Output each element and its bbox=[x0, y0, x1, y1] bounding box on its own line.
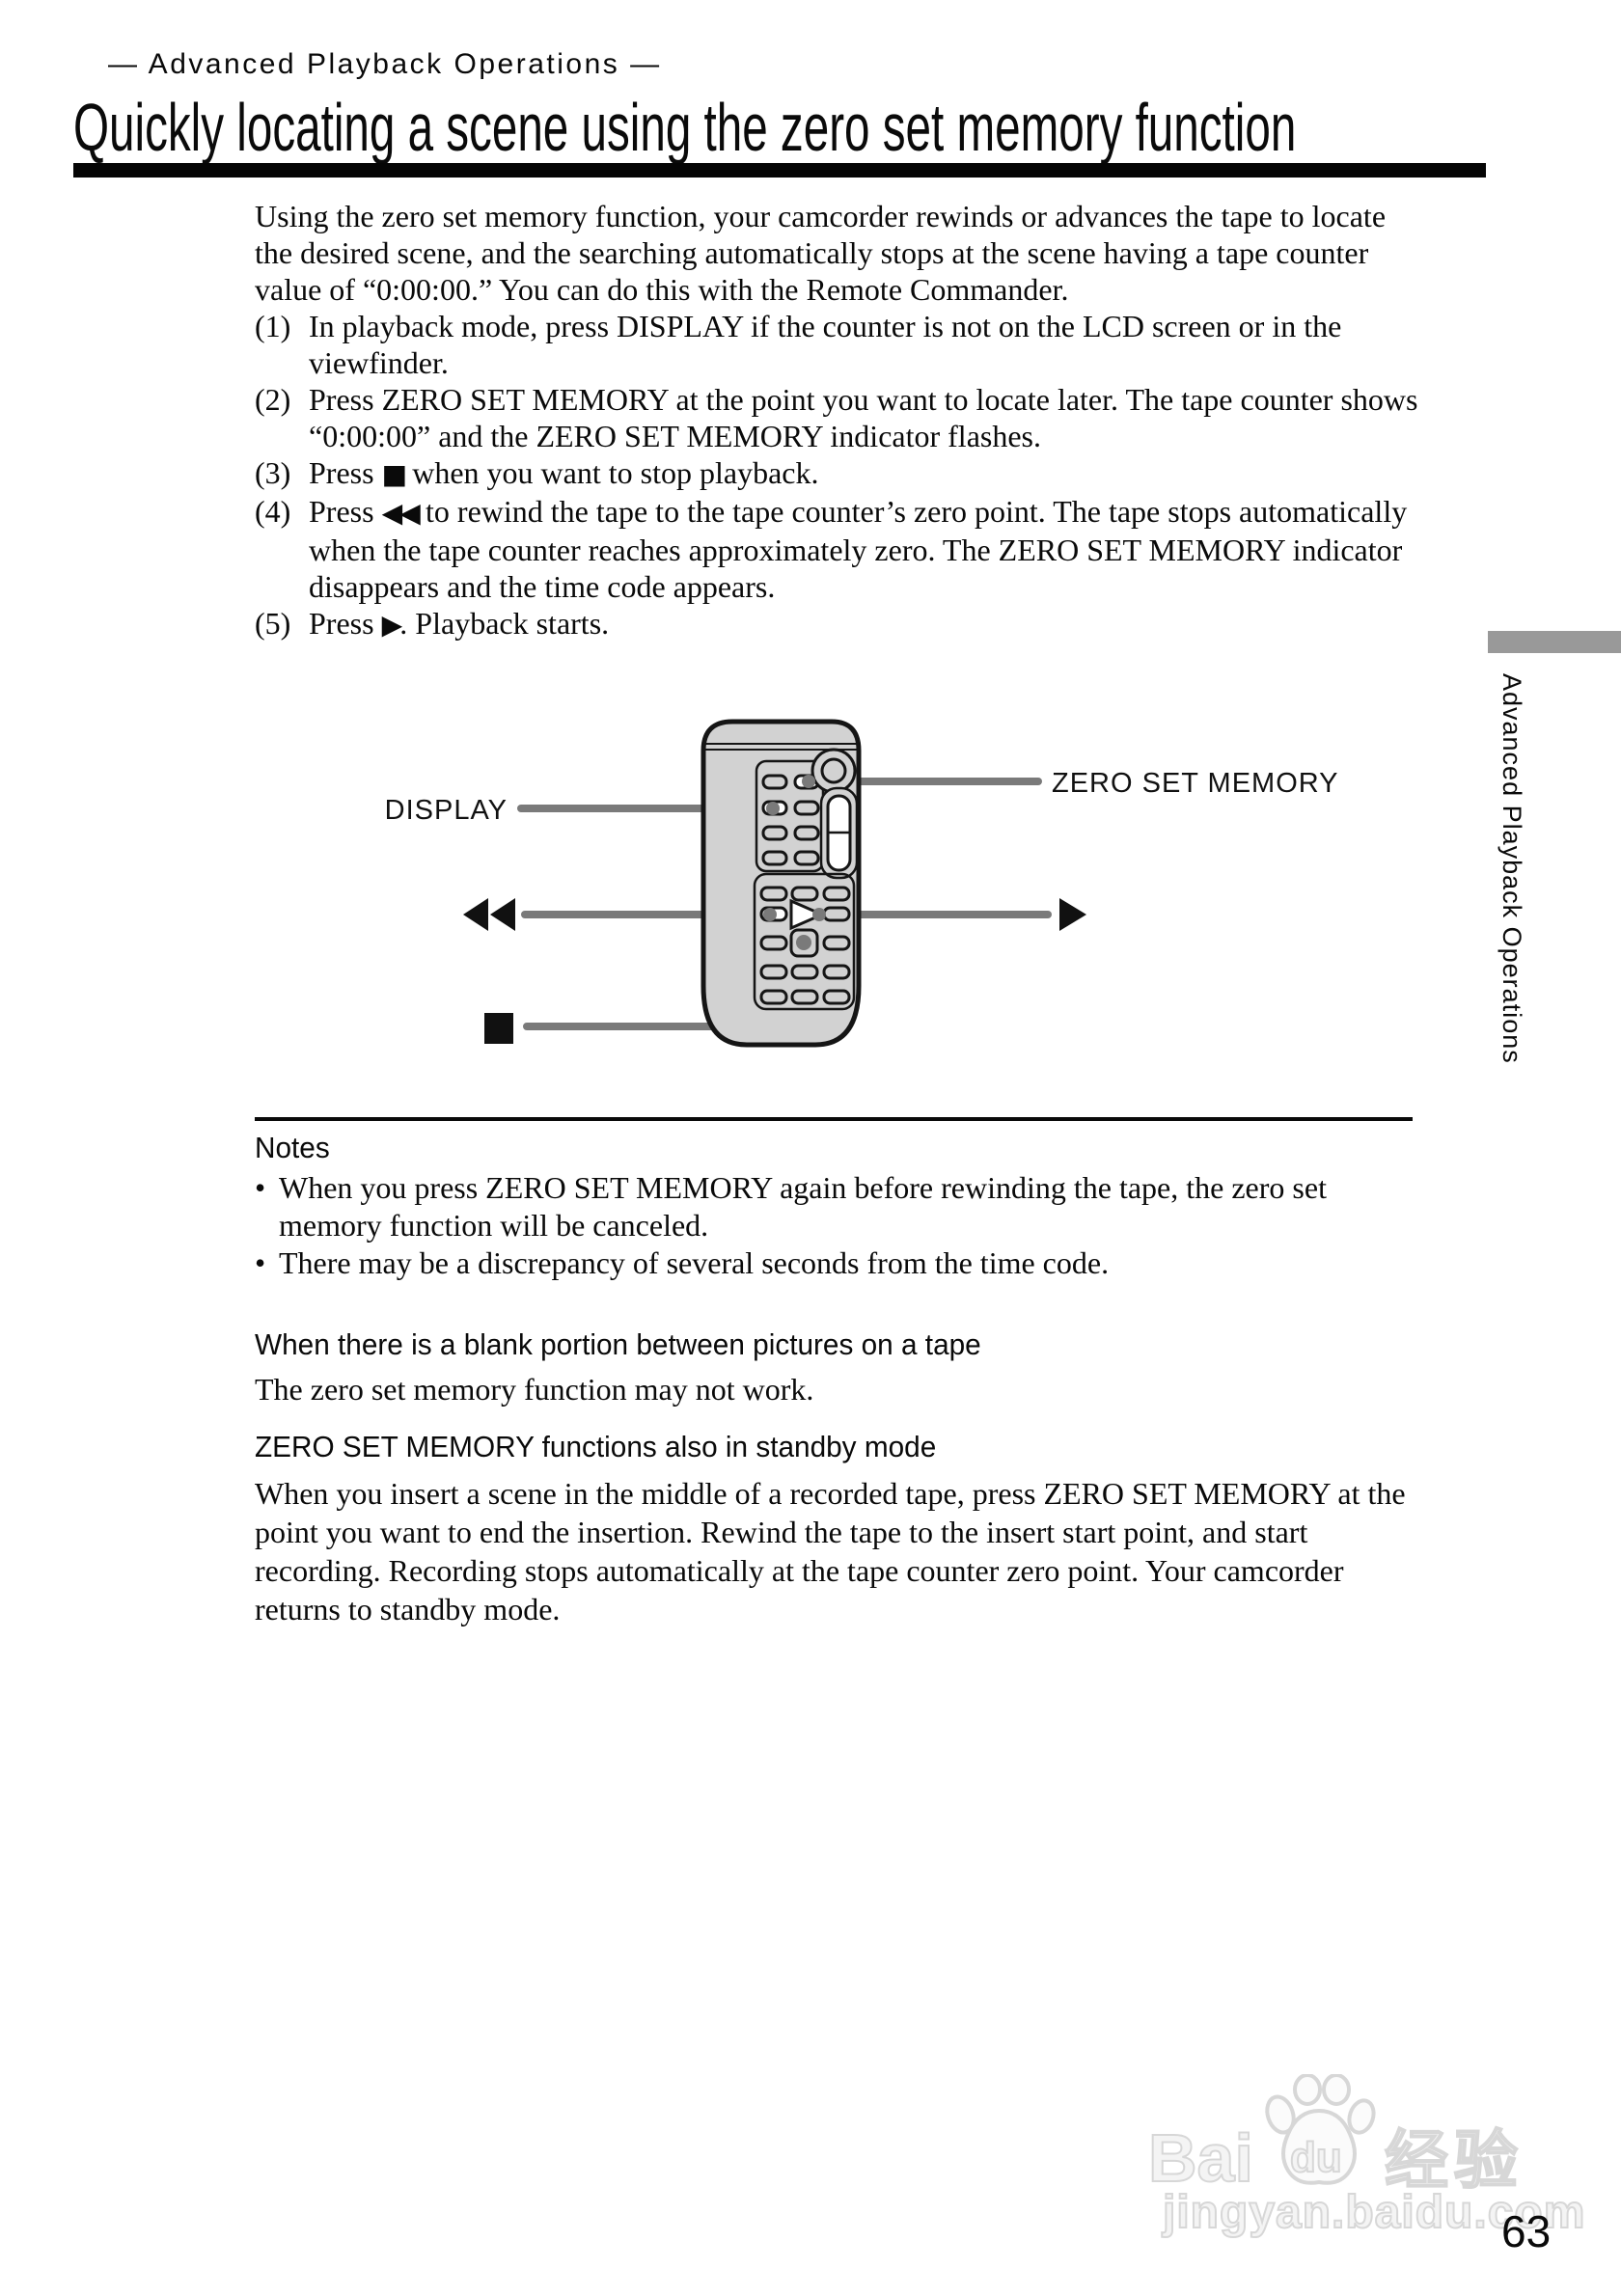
bullet: • bbox=[255, 1170, 266, 1205]
remote-commander-diagram: DISPLAY ZERO SET MEMORY bbox=[385, 719, 1339, 1048]
note-text: There may be a discrepancy of several se… bbox=[279, 1245, 1110, 1280]
note-text: When you press ZERO SET MEMORY again bef… bbox=[279, 1170, 1327, 1243]
remote-button bbox=[822, 964, 851, 980]
step-text: In playback mode, press DISPLAY if the c… bbox=[309, 309, 1342, 380]
round-button-inner bbox=[820, 757, 847, 784]
note-item: • There may be a discrepancy of several s… bbox=[255, 1244, 1413, 1282]
remote-button bbox=[761, 850, 788, 866]
step-text: to rewind the tape to the tape counter’s… bbox=[309, 494, 1408, 604]
step-text: Press bbox=[309, 494, 382, 529]
remote-button bbox=[790, 886, 819, 902]
lower-button-panel bbox=[753, 872, 856, 1011]
remote-button bbox=[759, 935, 788, 951]
step-number: (4) bbox=[255, 494, 291, 529]
note-item: • When you press ZERO SET MEMORY again be… bbox=[255, 1169, 1413, 1244]
step-text: when you want to stop playback. bbox=[404, 455, 819, 490]
step-text: Press ZERO SET MEMORY at the point you w… bbox=[309, 382, 1418, 453]
intro-paragraph: Using the zero set memory function, your… bbox=[255, 199, 1387, 307]
rewind-double-triangle-icon bbox=[490, 898, 515, 931]
step-number: (2) bbox=[255, 382, 291, 417]
section-body: The zero set memory function may not wor… bbox=[255, 1372, 814, 1407]
remote-button bbox=[759, 989, 788, 1005]
display-label: DISPLAY bbox=[385, 795, 508, 826]
remote-button bbox=[822, 906, 851, 922]
section-label: — Advanced Playback Operations — bbox=[108, 48, 662, 80]
step-number: (3) bbox=[255, 455, 291, 490]
play-triangle-icon bbox=[1059, 898, 1086, 931]
zero-set-memory-label: ZERO SET MEMORY bbox=[1052, 768, 1339, 799]
remote-button bbox=[793, 800, 820, 816]
remote-button bbox=[790, 964, 819, 980]
remote-button bbox=[761, 825, 788, 841]
step-item: (5) Press ▶. Playback starts. bbox=[255, 605, 1418, 643]
section-heading-standby-mode: ZERO SET MEMORY functions also in standb… bbox=[255, 1430, 937, 1463]
watermark-text: du bbox=[1289, 2133, 1343, 2182]
watermark-text: Bai bbox=[1147, 2120, 1254, 2196]
remote-button bbox=[759, 964, 788, 980]
rewind-double-triangle-icon: ◀◀ bbox=[381, 497, 421, 529]
watermark-text-cn: 经验 bbox=[1384, 2124, 1524, 2196]
watermark-url: jingyan.baidu.com bbox=[1162, 2186, 1586, 2239]
play-button bbox=[789, 898, 826, 931]
remote-button bbox=[761, 774, 788, 790]
remote-button bbox=[790, 989, 819, 1005]
remote-button bbox=[822, 886, 851, 902]
remote-button bbox=[793, 825, 820, 841]
notes-list: • When you press ZERO SET MEMORY again be… bbox=[255, 1169, 1413, 1282]
callout-dots bbox=[763, 775, 826, 950]
lower-buttons bbox=[759, 886, 851, 1005]
remote-button bbox=[822, 935, 851, 951]
section-heading-blank-portion: When there is a blank portion between pi… bbox=[255, 1327, 981, 1361]
title-rule bbox=[73, 163, 1486, 178]
remote-button bbox=[793, 850, 820, 866]
step-text: . Playback starts. bbox=[399, 606, 610, 641]
baidu-paw-icon: du bbox=[1259, 2073, 1379, 2196]
step-number: (5) bbox=[255, 606, 291, 641]
baidu-paw-icon bbox=[1265, 2073, 1376, 2185]
section-body: When you insert a scene in the middle of… bbox=[255, 1476, 1406, 1626]
page-number: 63 bbox=[1501, 2206, 1552, 2256]
chapter-tab-bar bbox=[1488, 631, 1621, 653]
remote-button bbox=[822, 989, 851, 1005]
page-title: Quickly locating a scene using the zero … bbox=[73, 90, 1297, 165]
step-item: (2) Press ZERO SET MEMORY at the point yo… bbox=[255, 381, 1418, 454]
baidu-watermark-logo: Bai du 经验 bbox=[1147, 2073, 1524, 2196]
notes-divider-rule bbox=[255, 1117, 1413, 1121]
play-triangle-icon: ▶ bbox=[381, 609, 402, 641]
step-item: (1) In playback mode, press DISPLAY if th… bbox=[255, 308, 1418, 381]
step-item: (3) Press ■ when you want to stop playbac… bbox=[255, 454, 1418, 493]
notes-heading: Notes bbox=[255, 1131, 330, 1164]
stop-square-icon bbox=[484, 1013, 513, 1044]
bullet: • bbox=[255, 1245, 266, 1280]
stop-square-icon: ■ bbox=[381, 458, 407, 490]
step-text: Press bbox=[309, 455, 382, 490]
rewind-double-triangle-icon bbox=[463, 898, 488, 931]
remote-body bbox=[701, 719, 862, 1048]
step-number: (1) bbox=[255, 309, 291, 343]
step-text: Press bbox=[309, 606, 382, 641]
step-item: (4) Press ◀◀ to rewind the tape to the ta… bbox=[255, 493, 1418, 605]
steps-list: (1) In playback mode, press DISPLAY if th… bbox=[255, 308, 1418, 643]
diagram-glyphs bbox=[463, 898, 1086, 1044]
chapter-sidebar-label: Advanced Playback Operations bbox=[1497, 673, 1526, 1064]
remote-button bbox=[759, 886, 788, 902]
